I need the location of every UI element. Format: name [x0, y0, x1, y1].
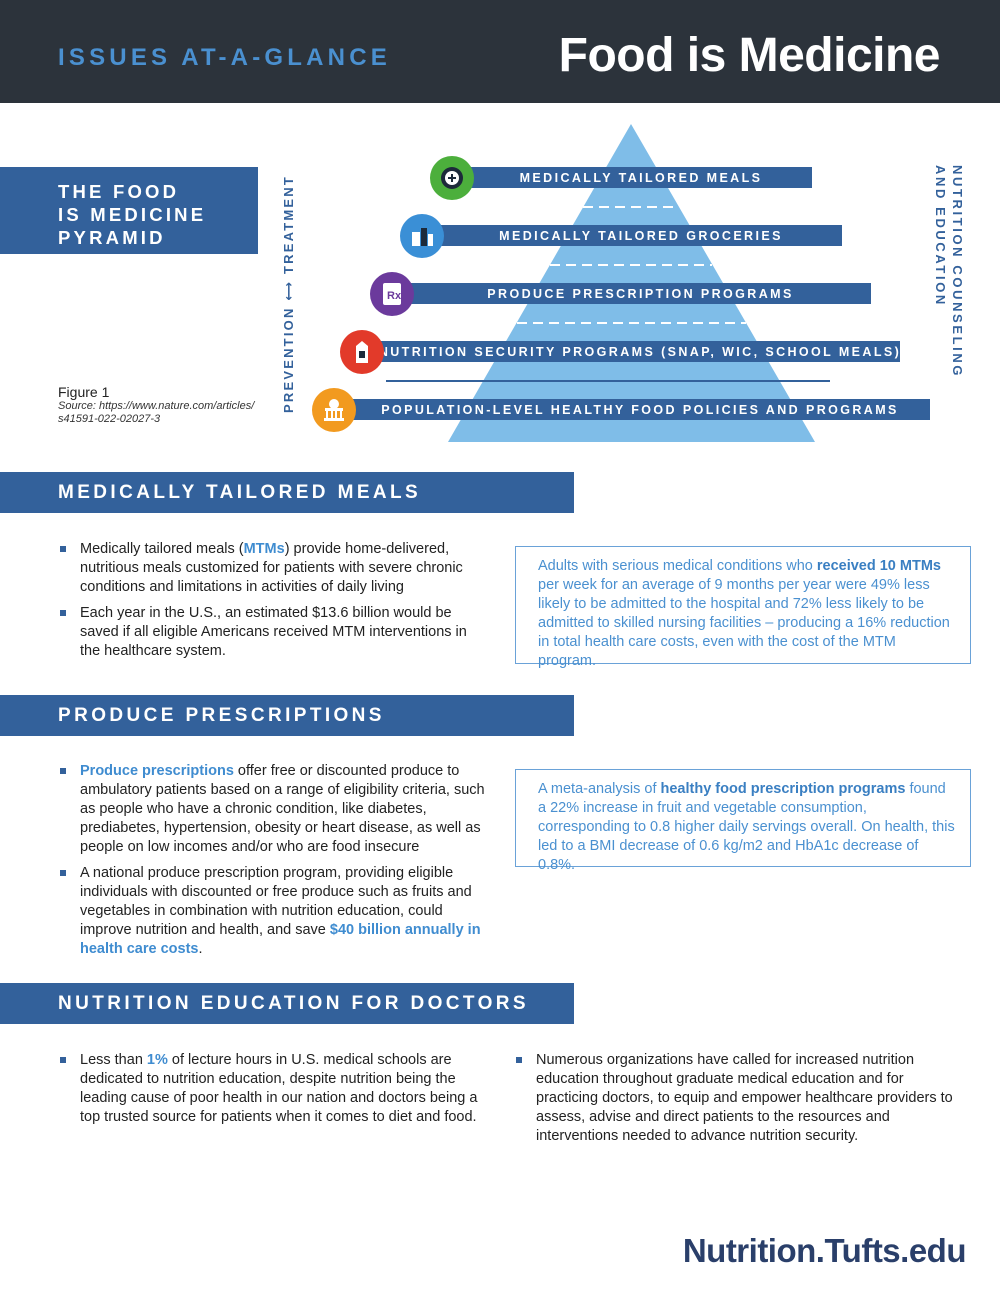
- list-item: Medically tailored meals (MTMs) provide …: [58, 540, 488, 597]
- meal-plate-icon: [430, 156, 474, 200]
- figure-caption: Figure 1 Source: https://www.nature.com/…: [58, 384, 278, 426]
- pyramid-label-box: THE FOOD IS MEDICINE PYRAMID: [0, 167, 258, 254]
- list-item: Less than 1% of lecture hours in U.S. me…: [58, 1051, 498, 1127]
- produce-bullet-list: Produce prescriptions offer free or disc…: [58, 762, 488, 966]
- callout-highlight: healthy food prescription programs: [660, 781, 906, 797]
- highlight-text: $40 billion annually in health care cost…: [80, 922, 481, 957]
- education-bullet-list-left: Less than 1% of lecture hours in U.S. me…: [58, 1051, 498, 1134]
- education-bullet-list-right: Numerous organizations have called for i…: [514, 1051, 954, 1153]
- page-title: Food is Medicine: [558, 29, 941, 82]
- list-item: Numerous organizations have called for i…: [514, 1051, 954, 1146]
- prescription-icon: Rx: [370, 272, 414, 316]
- issues-kicker: ISSUES AT-A-GLANCE: [58, 44, 391, 71]
- section-title: MEDICALLY TAILORED MEALS: [58, 482, 422, 503]
- axis-label: PREVENTION ⟷ TREATMENT: [281, 175, 296, 413]
- milk-carton-icon: [340, 330, 384, 374]
- produce-callout-box: A meta-analysis of healthy food prescrip…: [515, 769, 971, 873]
- list-item: Produce prescriptions offer free or disc…: [58, 762, 488, 857]
- highlight-text: MTMs: [243, 541, 285, 557]
- highlight-text: Produce prescriptions: [80, 763, 234, 779]
- section-header-education: NUTRITION EDUCATION FOR DOCTORS: [0, 983, 574, 1024]
- tier-bar-produce: PRODUCE PRESCRIPTION PROGRAMS: [410, 283, 871, 304]
- tier-bar-groceries: MEDICALLY TAILORED GROCERIES: [440, 225, 842, 246]
- tier-bar-nutrition-security: NUTRITION SECURITY PROGRAMS (SNAP, WIC, …: [379, 341, 900, 362]
- tier-bar-mtm: MEDICALLY TAILORED MEALS: [470, 167, 812, 188]
- page-header: ISSUES AT-A-GLANCE Food is Medicine: [0, 0, 1000, 103]
- figure-title: Figure 1: [58, 384, 110, 400]
- callout-highlight: received 10 MTMs: [816, 558, 941, 574]
- section-header-mtm: MEDICALLY TAILORED MEALS: [0, 472, 574, 513]
- section-header-produce: PRODUCE PRESCRIPTIONS: [0, 695, 574, 736]
- figure-source: Source: https://www.nature.com/articles/…: [58, 400, 255, 425]
- groceries-icon: [400, 214, 444, 258]
- section-title: PRODUCE PRESCRIPTIONS: [58, 705, 385, 726]
- pyramid-label: THE FOOD IS MEDICINE PYRAMID: [58, 181, 207, 248]
- counseling-bracket: [386, 380, 830, 382]
- mtm-callout-box: Adults with serious medical conditions w…: [515, 546, 971, 669]
- section-title: NUTRITION EDUCATION FOR DOCTORS: [58, 993, 529, 1014]
- list-item: A national produce prescription program,…: [58, 864, 488, 959]
- capitol-building-icon: [312, 388, 356, 432]
- right-axis-line1: NUTRITION COUNSELING: [950, 165, 965, 379]
- mtm-bullet-list: Medically tailored meals (MTMs) provide …: [58, 540, 488, 668]
- right-axis-line2: AND EDUCATION: [933, 165, 948, 307]
- tier-bar-population: POPULATION-LEVEL HEALTHY FOOD POLICIES A…: [350, 399, 930, 420]
- footer-url[interactable]: Nutrition.Tufts.edu: [682, 1232, 967, 1269]
- svg-text:Rx: Rx: [387, 290, 402, 302]
- highlight-text: 1%: [146, 1052, 168, 1068]
- list-item: Each year in the U.S., an estimated $13.…: [58, 604, 488, 661]
